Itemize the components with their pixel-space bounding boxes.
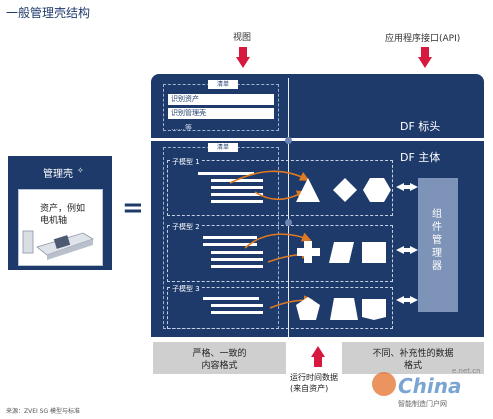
parallelogram-shape — [329, 242, 354, 263]
submodel-3-label: 子模型 3 — [170, 284, 202, 294]
header-item-etc: ……等 — [171, 124, 192, 132]
runtime-data-line2: (来自资产) — [290, 384, 329, 393]
submodel-1-row — [211, 193, 263, 196]
header-list-tab: 清单 — [208, 80, 238, 89]
submodel-2-row — [203, 243, 257, 246]
watermark-domain: e.net.cn — [452, 367, 481, 375]
submodel-1-shapes — [296, 178, 391, 202]
motor-image — [22, 230, 94, 260]
pentagon-shape — [296, 297, 320, 320]
source-note: 来源：ZVEI SG 模型与标准 — [6, 408, 81, 415]
submodel-1-row — [211, 200, 263, 203]
submodel-1-row — [211, 186, 263, 189]
strict-format-line1: 严格、一致的 — [192, 349, 247, 359]
header-item-identify-shell: 识别管理壳 — [168, 108, 274, 119]
submodel-2-row — [211, 258, 263, 261]
submodel-3-row — [211, 311, 263, 314]
divider-dot — [285, 219, 292, 226]
df-body-label: DF 主体 — [400, 151, 441, 164]
body-list-tab: 清单 — [208, 143, 238, 152]
rectangle-shape — [362, 242, 386, 263]
equals-sign: = — [122, 193, 144, 223]
component-manager — [418, 178, 458, 312]
component-manager-label: 组件管理器 — [432, 209, 442, 272]
runtime-data-arrow-icon — [311, 346, 325, 367]
submodel-3-shapes — [296, 297, 386, 320]
diamond-shape — [333, 178, 357, 202]
view-arrow-icon — [236, 47, 250, 68]
api-arrow-icon — [418, 47, 432, 68]
sparkle-icon: ✧ — [77, 166, 84, 175]
trapezoid-shape — [330, 298, 358, 320]
runtime-data-line1: 运行时间数据 — [290, 373, 338, 382]
hexagon-shape — [363, 178, 391, 202]
diverse-format-line2: 格式 — [403, 361, 422, 371]
manager-link-arrows — [396, 183, 418, 304]
page-title: 一般管理壳结构 — [6, 6, 91, 20]
wave-shape — [362, 299, 386, 320]
divider-dot — [285, 137, 292, 144]
asset-text-line2: 电机轴 — [40, 216, 68, 226]
submodel-3-frame — [167, 287, 393, 329]
df-header-label: DF 标头 — [400, 120, 441, 133]
submodel-3-row — [203, 297, 259, 300]
view-divider-line — [288, 78, 289, 340]
watermark-tagline: 智能制造门户网 — [398, 400, 447, 408]
submodel-2-row — [211, 251, 263, 254]
strict-format-line2: 内容格式 — [201, 361, 238, 371]
watermark-logo-icon — [372, 372, 396, 396]
api-label: 应用程序接口(API) — [385, 34, 461, 44]
asset-text-line1: 资产，例如 — [40, 204, 86, 214]
submodel-2-label: 子模型 2 — [170, 222, 202, 232]
submodel-1-frame — [167, 160, 393, 216]
submodel-2-shapes — [297, 241, 386, 263]
submodel-2-row — [211, 265, 263, 268]
submodel-1-row — [198, 172, 254, 175]
submodel-3-row — [211, 304, 263, 307]
diverse-format-line1: 不同、补充性的数据 — [372, 349, 454, 359]
submodel-2-row — [203, 236, 257, 239]
submodel-2-frame — [167, 225, 393, 282]
asset-shell-title: 管理壳 — [43, 169, 73, 180]
cross-shape — [297, 241, 320, 263]
strict-format-box — [153, 342, 286, 374]
submodel-1-label: 子模型 1 — [170, 157, 202, 167]
triangle-shape — [296, 178, 320, 202]
view-label: 视图 — [233, 33, 252, 43]
diverse-format-box — [342, 342, 484, 374]
header-item-identify-asset: 识别资产 — [168, 94, 274, 105]
watermark-brand: China — [398, 374, 462, 398]
